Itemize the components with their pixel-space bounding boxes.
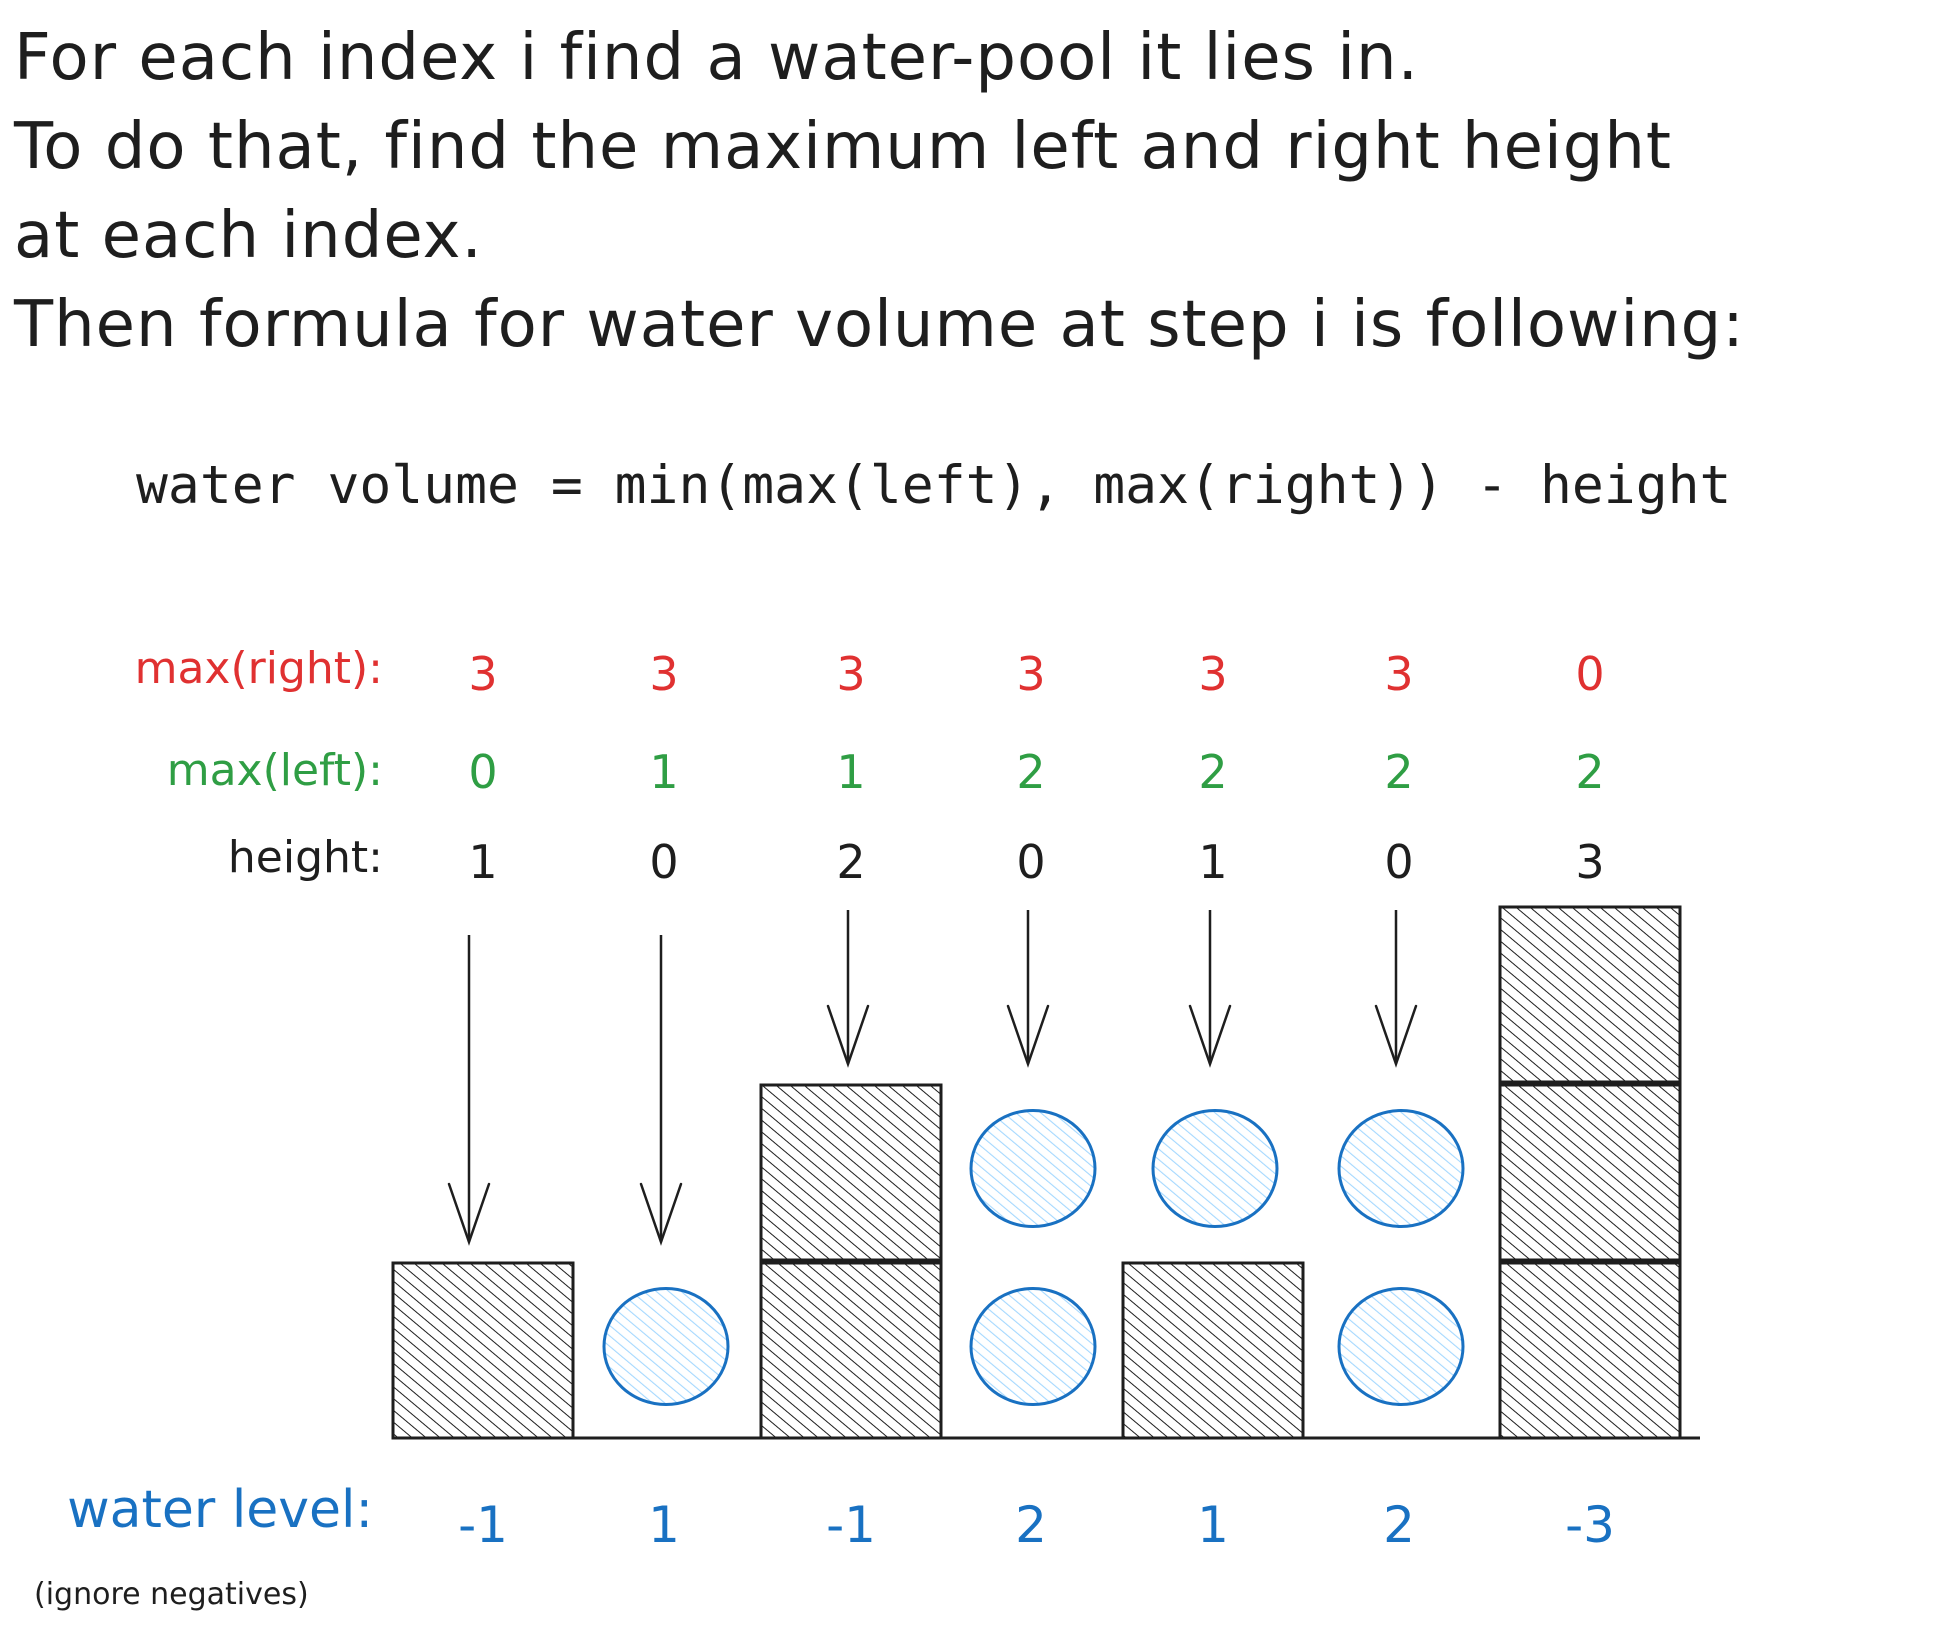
height-value-6: 3 (1575, 835, 1604, 889)
max-left-value-5: 2 (1384, 745, 1413, 799)
max-left-value-4: 2 (1198, 745, 1227, 799)
max-right-value-3: 3 (1016, 647, 1045, 701)
water-cell-1-0 (602, 1287, 730, 1406)
intro-line-1: For each index i find a water-pool it li… (14, 21, 1419, 95)
water-level-value-1: 1 (648, 1496, 680, 1554)
water-level-value-4: 1 (1197, 1496, 1229, 1554)
max-right-value-6: 0 (1575, 647, 1604, 701)
diagram-marks: 3 3 3 3 3 3 0 0 1 1 2 2 2 2 1 0 2 0 1 0 3 -1 1 -1 2 1 2 -3 (391, 647, 1700, 1554)
water-level-label: water level: (67, 1480, 373, 1540)
water-cell-5-1 (1337, 1109, 1465, 1228)
arrow-head-0 (447, 1182, 491, 1246)
max-right-value-4: 3 (1198, 647, 1227, 701)
intro-text: For each index i find a water-pool it li… (14, 14, 1745, 370)
water-level-value-0: -1 (458, 1496, 508, 1554)
water-level-value-3: 2 (1015, 1496, 1047, 1554)
bar-block-2-0 (759, 1261, 943, 1440)
water-level-value-5: 2 (1383, 1496, 1415, 1554)
max-right-value-1: 3 (649, 647, 678, 701)
max-right-label: max(right): (135, 643, 383, 694)
max-left-value-3: 2 (1016, 745, 1045, 799)
water-cell-4-0 (1151, 1109, 1279, 1228)
bar-block-6-1 (1498, 1083, 1682, 1262)
water-level-value-6: -3 (1565, 1496, 1615, 1554)
bar-block-6-0 (1498, 1261, 1682, 1440)
max-left-value-2: 1 (836, 745, 865, 799)
arrow-head-2 (826, 1004, 870, 1068)
ignore-negatives-note: (ignore negatives) (34, 1577, 309, 1612)
height-value-4: 1 (1198, 835, 1227, 889)
bar-block-2-1 (759, 1083, 943, 1262)
formula: water volume = min(max(left), max(right)… (136, 455, 1732, 516)
arrow-head-4 (1188, 1004, 1232, 1068)
water-cell-3-1 (969, 1109, 1097, 1228)
water-level-value-2: -1 (826, 1496, 876, 1554)
height-label: height: (228, 832, 383, 883)
height-value-3: 0 (1016, 835, 1045, 889)
height-value-1: 0 (649, 835, 678, 889)
max-left-value-1: 1 (649, 745, 678, 799)
bar-block-4-0 (1121, 1261, 1305, 1440)
arrow-head-1 (639, 1182, 683, 1246)
max-right-value-5: 3 (1384, 647, 1413, 701)
arrow-head-3 (1006, 1004, 1050, 1068)
water-cell-5-0 (1337, 1287, 1465, 1406)
max-left-label: max(left): (167, 745, 383, 796)
intro-line-2: To do that, find the maximum left and ri… (14, 110, 1672, 184)
max-right-value-2: 3 (836, 647, 865, 701)
height-value-0: 1 (468, 835, 497, 889)
height-value-2: 2 (836, 835, 865, 889)
intro-line-4: Then formula for water volume at step i … (14, 288, 1745, 362)
height-value-5: 0 (1384, 835, 1413, 889)
intro-line-3: at each index. (14, 199, 483, 273)
water-cell-3-0 (969, 1287, 1097, 1406)
max-right-value-0: 3 (468, 647, 497, 701)
bar-block-0-0 (391, 1261, 575, 1440)
bar-block-6-2 (1498, 905, 1682, 1084)
max-left-value-6: 2 (1575, 745, 1604, 799)
arrow-head-5 (1374, 1004, 1418, 1068)
max-left-value-0: 0 (468, 745, 497, 799)
